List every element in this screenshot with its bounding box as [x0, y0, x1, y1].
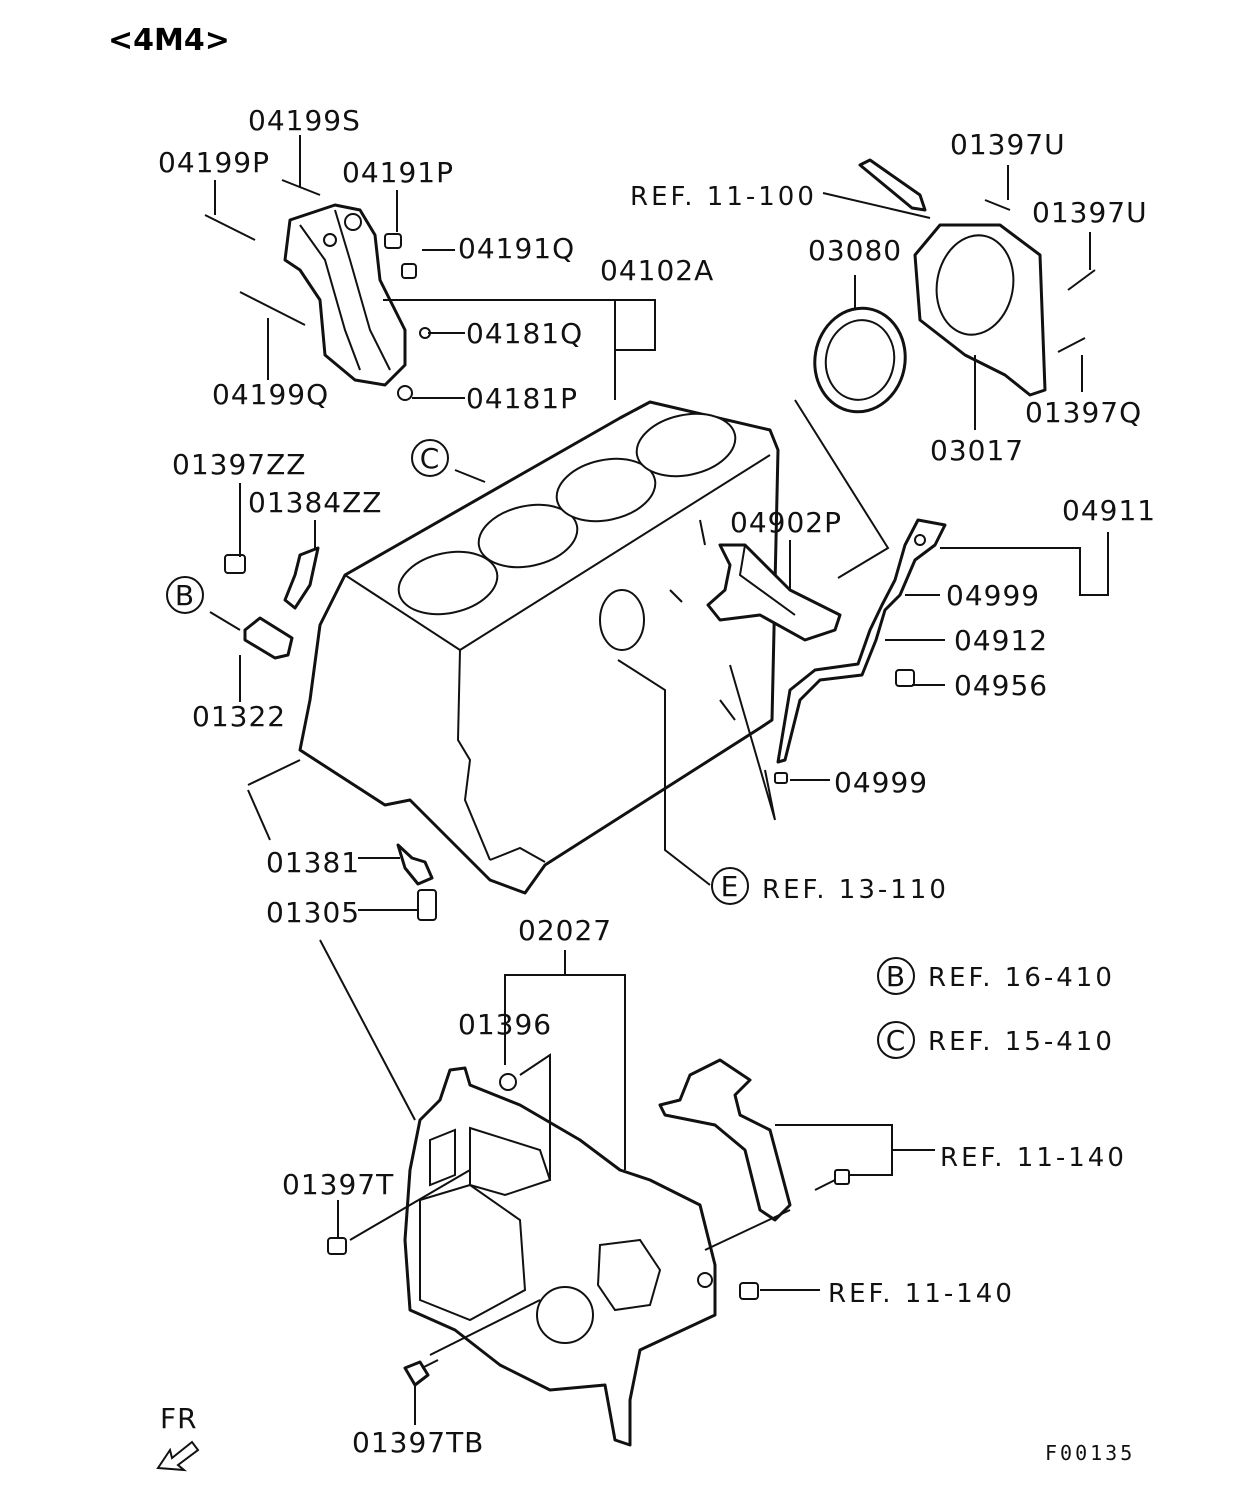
nozzle-01381 — [396, 843, 434, 886]
marker-c-legend-circle — [877, 1021, 915, 1059]
front-plate — [403, 1066, 717, 1447]
label-01396: 01396 — [458, 1008, 552, 1041]
marker-c-top: C — [420, 442, 441, 475]
plug-01305 — [417, 889, 437, 921]
knock-pin — [243, 616, 294, 660]
front-direction-label: FR — [160, 1402, 198, 1435]
marker-e-circle — [711, 867, 749, 905]
marker-c-legend: C — [886, 1024, 907, 1057]
sealant-tube — [858, 158, 927, 212]
label-01397TB: 01397TB — [352, 1426, 484, 1459]
label-01397ZZ: 01397ZZ — [172, 448, 306, 481]
marker-b-legend: B — [886, 960, 906, 993]
label-04199Q: 04199Q — [212, 378, 329, 411]
oil-level-gauge — [774, 518, 947, 784]
bolt-01397T — [327, 1237, 347, 1255]
label-04999-b: 04999 — [834, 766, 928, 799]
oil-filter-bracket — [204, 179, 431, 401]
rear-oil-seal — [813, 306, 907, 414]
ref-11-140-bolt-a — [814, 1169, 850, 1191]
label-04911: 04911 — [1062, 494, 1156, 527]
ref-11-140-bolt-b — [739, 1282, 759, 1300]
ref-11-100: REF. 11-100 — [630, 182, 817, 212]
label-04181Q: 04181Q — [466, 317, 583, 350]
label-01384ZZ: 01384ZZ — [248, 486, 382, 519]
label-02027: 02027 — [518, 914, 612, 947]
label-04181P: 04181P — [466, 382, 578, 415]
label-04902P: 04902P — [730, 506, 842, 539]
label-04191Q: 04191Q — [458, 232, 575, 265]
ref-11-140-b: REF. 11-140 — [828, 1279, 1015, 1309]
marker-b-left: B — [175, 579, 195, 612]
label-01381: 01381 — [266, 846, 360, 879]
label-04956: 04956 — [954, 669, 1048, 702]
label-03017: 03017 — [930, 434, 1024, 467]
label-04102A: 04102A — [600, 254, 714, 287]
marker-b-circle — [166, 576, 204, 614]
label-01397U-b: 01397U — [1032, 196, 1148, 229]
bolt-01397ZZ — [224, 554, 246, 574]
marker-b-legend-circle — [877, 957, 915, 995]
label-01397U-a: 01397U — [950, 128, 1066, 161]
diagram-title: <4M4> — [108, 23, 230, 58]
engine-block — [298, 400, 780, 895]
label-01397T: 01397T — [282, 1168, 394, 1201]
label-01305: 01305 — [266, 896, 360, 929]
gauge-bracket — [706, 543, 842, 642]
ref-11-140-a: REF. 11-140 — [940, 1143, 1127, 1173]
label-04191P: 04191P — [342, 156, 454, 189]
label-01322: 01322 — [192, 700, 286, 733]
leader-lines — [209, 135, 1109, 1425]
label-04199S: 04199S — [248, 104, 361, 137]
marker-e-ref: E — [721, 870, 740, 903]
label-04912: 04912 — [954, 624, 1048, 657]
rear-oil-seal-case — [913, 199, 1096, 397]
marker-c-circle — [411, 439, 449, 477]
label-04199P: 04199P — [158, 146, 270, 179]
label-01397Q: 01397Q — [1025, 396, 1142, 429]
label-04999-a: 04999 — [946, 579, 1040, 612]
bolt-01397TB — [403, 1359, 439, 1387]
ref-16-410: REF. 16-410 — [928, 963, 1115, 993]
ref-15-410: REF. 15-410 — [928, 1027, 1115, 1057]
ref-13-110: REF. 13-110 — [762, 875, 949, 905]
front-arrow-icon — [156, 1440, 200, 1472]
label-03080: 03080 — [808, 234, 902, 267]
bracket-01384ZZ — [283, 546, 320, 610]
figure-code: F00135 — [1045, 1441, 1135, 1465]
ref-11-140-bracket — [658, 1058, 792, 1222]
